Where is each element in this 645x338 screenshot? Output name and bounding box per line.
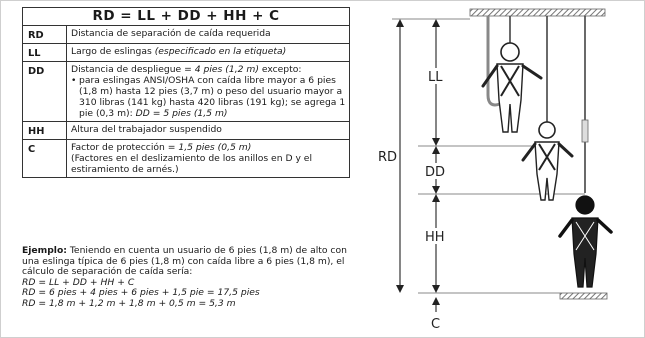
row-description: Distancia de separación de caída requeri… <box>66 25 350 44</box>
formula-table: RD = LL + DD + HH + C RD Distancia de se… <box>22 7 350 178</box>
row-abbr: LL <box>22 43 67 62</box>
example-text: Teniendo en cuenta un usuario de 6 pies … <box>22 245 347 278</box>
row-text: Largo de eslingas <box>71 46 155 57</box>
row-description: Factor de protección = 1,5 pies (0,5 m) … <box>66 139 350 178</box>
table-title: RD = LL + DD + HH + C <box>22 7 350 26</box>
bullet-text-italic: DD = 5 pies (1,5 m) <box>135 108 228 119</box>
worker-suspended-figure <box>558 195 613 288</box>
row-text-italic: 4 pies (1,2 m) <box>194 64 259 75</box>
table-row-ll: LL Largo de eslingas (especificado en la… <box>22 43 350 62</box>
fall-clearance-diagram: RD LL DD HH C <box>378 8 613 332</box>
example-equation-1: RD = LL + DD + HH + C <box>22 276 135 288</box>
row-abbr: C <box>22 139 67 178</box>
row-description: Altura del trabajador suspendido <box>66 121 350 140</box>
reference-lines <box>392 18 585 294</box>
lanyards <box>486 16 589 193</box>
rd-dimension <box>396 19 404 293</box>
example-equation-3: RD = 1,8 m + 1,2 m + 1,8 m + 0,5 m = 5,3… <box>22 297 236 309</box>
label-c: C <box>431 317 440 332</box>
label-dd: DD <box>425 165 445 180</box>
row-text-note: (Factores en el deslizamiento de los ani… <box>71 153 313 175</box>
exception-bullet: • para eslingas ANSI/OSHA con caída libr… <box>71 75 346 119</box>
worker-falling-figure <box>521 121 574 201</box>
example-label: Ejemplo: <box>22 245 67 256</box>
label-ll-bg <box>426 68 448 84</box>
row-text-italic: (especificado en la etiqueta) <box>154 46 287 57</box>
c-dimension <box>432 297 440 312</box>
table-row-c: C Factor de protección = 1,5 pies (0,5 m… <box>22 139 350 178</box>
row-text: Factor de protección <box>71 142 168 153</box>
example-equation-2: RD = 6 pies + 4 pies + 6 pies + 1,5 pie … <box>22 287 260 299</box>
table-row-dd: DD Distancia de despliegue = 4 pies (1,2… <box>22 61 350 122</box>
label-ll: LL <box>428 70 443 85</box>
row-description: Largo de eslingas (especificado en la et… <box>66 43 350 62</box>
table-row-hh: HH Altura del trabajador suspendido <box>22 121 350 140</box>
worker-standing-figure <box>481 42 543 133</box>
row-text: Distancia de despliegue = <box>71 64 195 75</box>
bullet-dot: • <box>71 75 77 86</box>
row-text-italic: = 1,5 pies (0,5 m) <box>167 142 252 153</box>
row-abbr: HH <box>22 121 67 140</box>
bullet-text: para eslingas ANSI/OSHA con caída libre … <box>79 75 346 119</box>
row-text-after: excepto: <box>258 64 302 75</box>
table-row-rd: RD Distancia de separación de caída requ… <box>22 25 350 44</box>
row-abbr: RD <box>22 25 67 44</box>
label-hh: HH <box>425 230 445 245</box>
label-rd: RD <box>378 150 397 165</box>
label-dd-bg <box>424 163 450 179</box>
example-block: Ejemplo: Teniendo en cuenta un usuario d… <box>22 245 352 310</box>
row-abbr: DD <box>22 61 67 122</box>
overhead-anchor <box>469 8 606 17</box>
label-hh-bg <box>424 228 450 244</box>
ground-surface <box>559 292 608 300</box>
row-description: Distancia de despliegue = 4 pies (1,2 m)… <box>66 61 350 122</box>
